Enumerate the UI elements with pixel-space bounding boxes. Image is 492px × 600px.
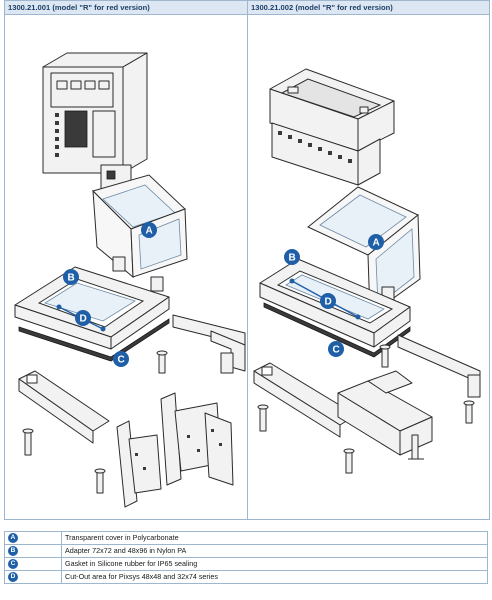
clip-assembly: [337, 370, 433, 460]
legend-badge-c: C: [8, 559, 18, 570]
panel-right-title: 1300.21.002 (model "R" for red version): [248, 1, 489, 15]
legend-badge-a: A: [8, 533, 18, 544]
panel-left: 1300.21.001 (model "R" for red version): [5, 1, 247, 519]
transparent-cover: [307, 186, 421, 316]
instrument-48x96: [42, 52, 148, 192]
callout-b: B: [63, 269, 79, 285]
exploded-view-left: A B D: [14, 52, 246, 508]
legend-row: C Gasket in Silicone rubber for IP65 sea…: [4, 557, 488, 571]
svg-text:D: D: [325, 297, 332, 308]
screw: [343, 448, 355, 474]
cutout-dimension: D: [56, 304, 106, 332]
svg-text:C: C: [118, 355, 125, 366]
callout-c: C: [328, 341, 344, 357]
screw: [156, 350, 168, 374]
screw: [94, 468, 106, 494]
cutout-dimension: D: [289, 278, 361, 320]
hinge: [150, 276, 164, 292]
panel-right: 1300.21.002 (model "R" for red version): [247, 1, 489, 519]
legend-text: Adapter 72x72 and 48x96 in Nylon PA: [61, 544, 488, 558]
legend-row: A Transparent cover in Polycarbonate: [4, 531, 488, 545]
callout-a: A: [368, 234, 384, 250]
legend-text: Cut-Out area for Pixsys 48x48 and 32x74 …: [61, 570, 488, 584]
screw: [379, 344, 391, 368]
svg-text:D: D: [80, 314, 87, 325]
legend-text: Transparent cover in Polycarbonate: [61, 531, 488, 545]
callout-c: C: [113, 351, 129, 367]
gasket: [263, 302, 411, 358]
svg-text:C: C: [333, 345, 340, 356]
hinge: [112, 256, 126, 272]
diagram-panels: 1300.21.001 (model "R" for red version): [4, 0, 490, 520]
instrument-32x74: [269, 68, 395, 186]
legend-badge-b: B: [8, 546, 18, 557]
svg-text:A: A: [373, 238, 380, 249]
svg-text:B: B: [68, 273, 75, 284]
mounting-bracket: [397, 334, 481, 398]
legend-badge-d: D: [8, 572, 18, 583]
legend-row: B Adapter 72x72 and 48x96 in Nylon PA: [4, 544, 488, 558]
svg-text:B: B: [289, 253, 296, 264]
screw: [463, 400, 475, 424]
callout-a: A: [141, 222, 157, 238]
adapter-frame: [259, 258, 411, 348]
gasket: [18, 318, 170, 362]
mounting-bracket: [172, 314, 246, 374]
adapter-frame: [14, 266, 170, 350]
transparent-cover: [92, 174, 188, 279]
mounting-bracket-straight: [18, 370, 110, 444]
legend-table: A Transparent cover in Polycarbonate B A…: [4, 531, 488, 584]
panel-left-title: 1300.21.001 (model "R" for red version): [5, 1, 247, 15]
clip-assembly: [116, 392, 234, 508]
screw: [257, 404, 269, 432]
callout-b: B: [284, 249, 300, 265]
screw: [22, 428, 34, 456]
svg-text:A: A: [146, 226, 153, 237]
legend-row: D Cut-Out area for Pixsys 48x48 and 32x7…: [4, 570, 488, 584]
exploded-view-right: A B D: [253, 68, 481, 474]
legend-text: Gasket in Silicone rubber for IP65 seali…: [61, 557, 488, 571]
